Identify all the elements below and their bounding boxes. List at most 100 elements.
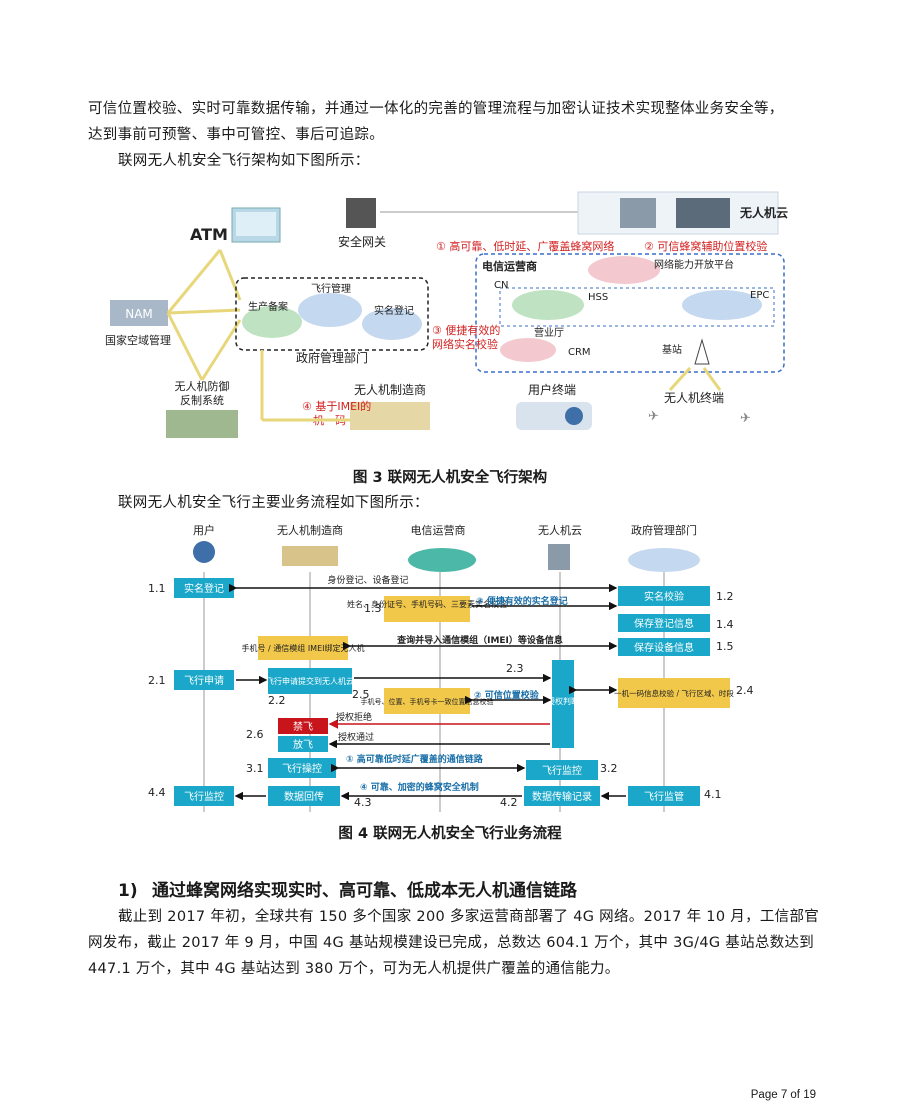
svg-text:保存登记信息: 保存登记信息 <box>634 617 694 630</box>
svg-text:4.2: 4.2 <box>500 796 518 809</box>
box-flight-control <box>268 758 336 778</box>
drone-terminal-label: 无人机终端 <box>664 390 724 405</box>
svg-text:2.5: 2.5 <box>352 688 370 701</box>
box-allow <box>278 736 328 752</box>
atm-group: ATM <box>190 207 281 244</box>
svg-text:2.2: 2.2 <box>268 694 286 707</box>
svg-text:1.2: 1.2 <box>716 590 734 603</box>
svg-text:飞行监控: 飞行监控 <box>184 790 224 803</box>
svg-text:禁飞: 禁飞 <box>293 721 313 733</box>
svg-text:保存设备信息: 保存设备信息 <box>634 641 694 654</box>
box-location-check <box>384 688 470 714</box>
svg-text:实名登记: 实名登记 <box>184 582 224 595</box>
user-icon <box>565 407 583 425</box>
figure-3-caption: 图 3 联网无人机安全飞行架构 <box>352 470 548 486</box>
figure-4-workflow: 用户 无人机制造商 电信运营商 无人机云 政府管理部门 1.1 1.2 1.3 … <box>148 523 754 812</box>
manufacturer-drone-icon <box>282 546 338 566</box>
intro-line-1: 可信位置校验、实时可靠数据传输，并通过一体化的完善的管理流程与加密认证技术实现整… <box>88 101 784 117</box>
security-gateway-label: 安全网关 <box>338 234 386 249</box>
gov-dept-label: 政府管理部门 <box>296 350 368 365</box>
svg-text:④ 可靠、加密的蜂窝安全机制: ④ 可靠、加密的蜂窝安全机制 <box>360 781 479 793</box>
atm-screen-inner <box>236 212 276 236</box>
col-gov: 政府管理部门 <box>631 523 697 537</box>
box-phone-imei <box>258 636 348 660</box>
column-headers: 用户 无人机制造商 电信运营商 无人机云 政府管理部门 <box>193 523 697 537</box>
col-operator: 电信运营商 <box>411 523 466 537</box>
anti-drone-image <box>166 410 238 438</box>
cloud-server-icon-2 <box>548 544 570 570</box>
svg-text:姓名、身份证号、手机号码、三要素实名校验: 姓名、身份证号、手机号码、三要素实名校验 <box>347 599 507 609</box>
nam-group: NAM 国家空域管理 <box>105 300 171 347</box>
svg-text:4.4: 4.4 <box>148 786 166 799</box>
crm-label: CRM <box>568 347 591 358</box>
svg-text:数据传输记录: 数据传输记录 <box>532 790 592 803</box>
tower-icon <box>694 338 710 365</box>
col-user: 用户 <box>193 523 215 537</box>
svg-text:飞行申请提交到无人机云: 飞行申请提交到无人机云 <box>266 676 354 686</box>
drone-icon-1: ✈ <box>648 409 659 424</box>
figure-4-caption: 图 4 联网无人机安全飞行业务流程 <box>338 826 562 842</box>
box-manufacturer-data <box>268 786 340 806</box>
svg-text:③ 便捷有效的实名登记: ③ 便捷有效的实名登记 <box>476 595 568 607</box>
business-hall-label: 营业厅 <box>534 326 564 339</box>
svg-text:2.3: 2.3 <box>506 662 524 675</box>
note1: ① 高可靠、低时延、广覆盖蜂窝网络 <box>436 239 614 253</box>
svg-text:手机号 / 通信模组 IMEI绑定无人机: 手机号 / 通信模组 IMEI绑定无人机 <box>242 643 365 653</box>
svg-text:飞行操控: 飞行操控 <box>282 762 322 775</box>
svg-text:数据回传: 数据回传 <box>284 790 324 803</box>
box-realname-reg <box>174 578 234 598</box>
national-airspace-label: 国家空域管理 <box>105 333 171 347</box>
note4a: ④ 基于IMEI的 <box>302 399 371 413</box>
svg-text:2.4: 2.4 <box>736 684 754 697</box>
page-number: Page 7 of 19 <box>750 1089 816 1101</box>
drone-cloud-label: 无人机云 <box>739 205 788 220</box>
box-cloud-auth <box>552 660 574 748</box>
svg-text:放飞: 放飞 <box>293 738 313 751</box>
note2: ② 可信蜂窝辅助位置校验 <box>644 239 767 253</box>
svg-text:授权通过: 授权通过 <box>338 731 374 743</box>
intro-line-2: 达到事前可预警、事中可管控、事后可追踪。 <box>88 127 384 143</box>
svg-text:授权拒绝: 授权拒绝 <box>336 711 372 723</box>
atm-label: ATM <box>190 225 228 244</box>
box-apply-submit <box>268 668 352 694</box>
figure-3-architecture: ATM NAM 国家空域管理 无人机防御 反制系统 飞行管理 生产备案 实名登记… <box>105 191 788 438</box>
anti-drone-label: 无人机防御 <box>175 379 230 393</box>
svg-text:② 可信位置校验: ② 可信位置校验 <box>474 689 540 701</box>
box-cloud-monitor <box>526 760 598 780</box>
svg-text:飞行申请: 飞行申请 <box>184 674 224 687</box>
svg-text:1.5: 1.5 <box>716 640 734 653</box>
production-filing-label: 生产备案 <box>248 300 288 313</box>
body-paragraph: 截止到 2017 年初，全球共有 150 多个国家 200 多家运营商部署了 4… <box>88 909 820 977</box>
section-number: 1) <box>118 881 138 901</box>
realname-cloud <box>362 308 422 340</box>
crm-cloud <box>500 338 556 362</box>
operator-label: 电信运营商 <box>482 259 537 273</box>
svg-text:① 高可靠低时延广覆盖的通信链路: ① 高可靠低时延广覆盖的通信链路 <box>346 753 484 765</box>
col-manufacturer: 无人机制造商 <box>277 523 343 537</box>
svg-text:手机号、位置、手机号卡一致位置信息校验: 手机号、位置、手机号卡一致位置信息校验 <box>361 697 494 706</box>
box-flight-monitor <box>174 786 234 806</box>
realname-reg-label: 实名登记 <box>374 304 414 317</box>
operator-cloud-icon <box>408 548 476 572</box>
svg-text:1.1: 1.1 <box>148 582 166 595</box>
nam-box <box>110 300 168 326</box>
gov-cloud-icon <box>628 548 700 572</box>
box-gov-save-device <box>618 638 710 656</box>
svg-text:授权判断: 授权判断 <box>547 696 579 706</box>
base-station-label: 基站 <box>662 343 682 356</box>
section-title: 通过蜂窝网络实现实时、高可靠、低成本无人机通信链路 <box>152 881 577 901</box>
open-platform-label: 网络能力开放平台 <box>654 258 734 271</box>
box-flight-apply <box>174 670 234 690</box>
svg-text:2.1: 2.1 <box>148 674 166 687</box>
svg-text:1.4: 1.4 <box>716 618 734 631</box>
user-terminal-label: 用户终端 <box>528 382 576 397</box>
cloud-server-icon <box>620 198 656 228</box>
anti-drone-group: 无人机防御 反制系统 <box>166 379 238 438</box>
svg-text:飞行监控: 飞行监控 <box>542 764 582 777</box>
note3b: 网络实名校验 <box>432 337 498 351</box>
svg-text:4.1: 4.1 <box>704 788 722 801</box>
cn-label: CN <box>494 280 508 291</box>
svg-text:飞行监管: 飞行监管 <box>644 790 684 803</box>
manufacturer-image <box>350 402 430 430</box>
flight-mgmt-label: 飞行管理 <box>311 282 351 295</box>
